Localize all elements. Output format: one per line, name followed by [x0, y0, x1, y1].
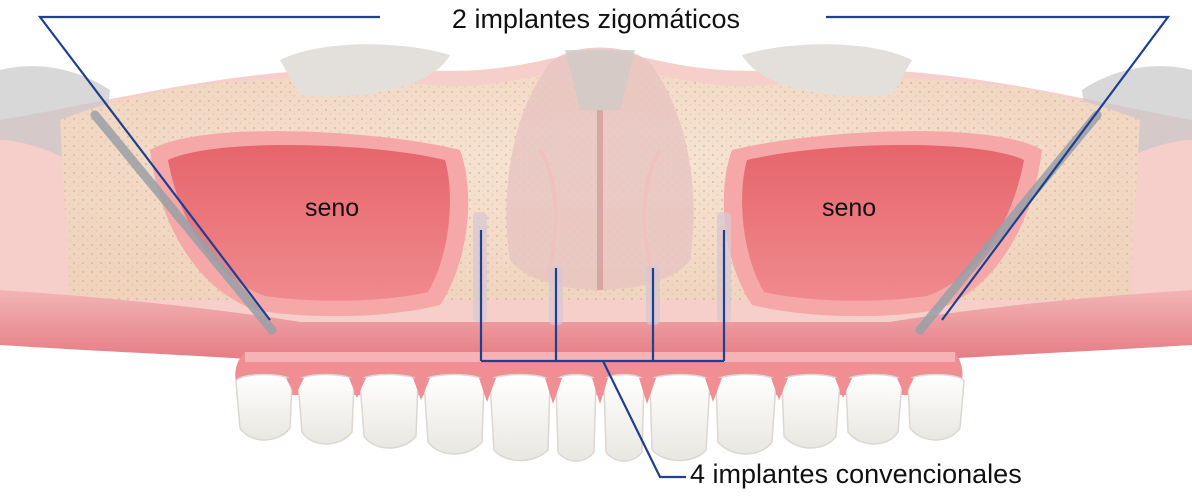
- zygomatic-implants-label: 2 implantes zigomáticos: [0, 4, 1192, 35]
- sinus-left-label: seno: [305, 194, 359, 223]
- sinus-right-label: seno: [822, 194, 876, 223]
- conventional-implants-label: 4 implantes convencionales: [690, 459, 1022, 490]
